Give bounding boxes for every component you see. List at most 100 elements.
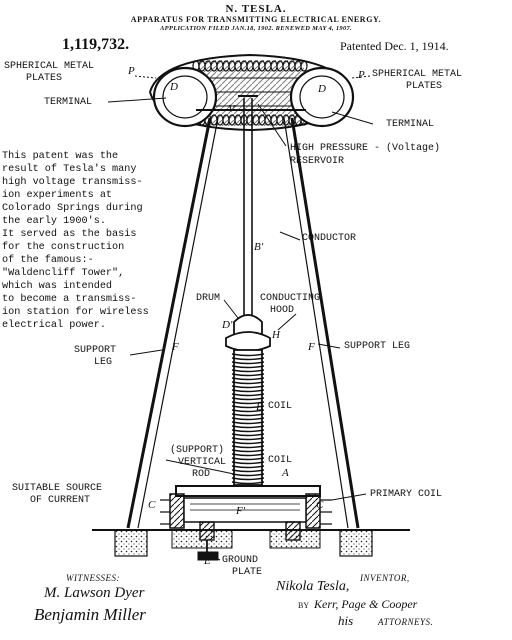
coil-turn [231, 353, 265, 357]
witness-signature-1: M. Lawson Dyer [44, 585, 145, 601]
note-line: for the construction [2, 242, 125, 253]
application-line: APPLICATION FILED JAN.18, 1902. RENEWED … [160, 25, 352, 32]
coil-turn [231, 477, 265, 481]
label-terminal-right: TERMINAL [386, 119, 435, 130]
label-coil-top: COIL [268, 455, 293, 466]
label-primary-coil: PRIMARY COIL [370, 489, 443, 500]
coil-turn [231, 377, 265, 381]
label-high-pressure: HIGH PRESSURE - (Voltage) [290, 143, 441, 154]
coil-turn [231, 361, 265, 365]
coil-turn [231, 441, 265, 445]
coil-turn [231, 429, 265, 433]
letter-f-right: F [308, 341, 315, 353]
letter-b-prime: B' [254, 241, 264, 253]
label-drum: DRUM [196, 293, 221, 304]
label-coil: COIL [268, 401, 293, 412]
note-line: which was intended [2, 281, 113, 292]
central-conductor [238, 95, 258, 322]
letter-h: H [272, 329, 280, 341]
coil-turn [231, 453, 265, 457]
label-hood: HOOD [270, 305, 295, 316]
note-line: electrical power. [2, 320, 106, 331]
note-line: result of Tesla's many [2, 164, 137, 175]
coil-turn [231, 445, 265, 449]
coil-turn [231, 385, 265, 389]
patent-title: APPARATUS FOR TRANSMITTING ELECTRICAL EN… [130, 15, 382, 24]
note-line: Colorado Springs during [2, 203, 143, 214]
label-support-leg-right: SUPPORT LEG [344, 341, 411, 352]
coil-turn [231, 405, 265, 409]
patented-date: Patented Dec. 1, 1914. [340, 39, 449, 53]
left-sphere [152, 66, 218, 128]
label-terminal-left: TERMINAL [44, 97, 93, 108]
label-suitable-source: SUITABLE SOURCE [12, 483, 103, 494]
label-spherical-plates-left: SPHERICAL METAL [4, 61, 95, 72]
his-signature: his [338, 613, 354, 628]
label-leg-left: LEG [94, 357, 113, 368]
coil-turn [231, 365, 265, 369]
coil-turn [231, 425, 265, 429]
attorneys-label: ATTORNEYS. [378, 617, 434, 627]
coil-turn [231, 417, 265, 421]
coil-turn [231, 369, 265, 373]
coil-turn [231, 401, 265, 405]
coil-turn [231, 409, 265, 413]
label-vertical: VERTICAL [178, 457, 227, 468]
coil-turn [231, 421, 265, 425]
coil-turn [231, 373, 265, 377]
label-conductor: CONDUCTOR [302, 233, 357, 244]
label-conducting: CONDUCTING [260, 293, 321, 304]
letter-c-right: C [316, 499, 324, 511]
coil-turn [231, 433, 265, 437]
label-plate: PLATE [232, 567, 263, 578]
inventor-label: INVENTOR, [360, 573, 410, 583]
letter-a: A [282, 467, 289, 479]
note-line: of the famous:- [2, 255, 94, 266]
coil-turn [231, 469, 265, 473]
note-line: This patent was the [2, 151, 119, 162]
witnesses-label: WITNESSES: [66, 573, 120, 583]
inventor-signature: Nikola Tesla, [276, 579, 350, 594]
letter-e: E [204, 555, 211, 567]
conducting-hood [225, 314, 271, 352]
label-spherical-plates-right-2: PLATES [406, 81, 443, 92]
secondary-coil [231, 349, 265, 486]
label-ground: GROUND [222, 555, 259, 566]
note-line: "Waldencliff Tower", [2, 268, 125, 279]
coil-turn [231, 457, 265, 461]
letter-d-right: D [318, 83, 326, 95]
patent-number: 1,119,732. [62, 36, 130, 53]
note-line: the early 1900's. [2, 216, 106, 227]
letter-v: V [228, 103, 235, 115]
inventor-heading: N. TESLA. [225, 3, 287, 15]
letter-p-left: P [128, 65, 135, 77]
letter-f-prime: F' [236, 505, 246, 517]
coil-turn [231, 465, 265, 469]
letter-d-prime: D' [222, 319, 233, 331]
label-rod: ROD [192, 469, 211, 480]
letter-c-left: C [148, 499, 156, 511]
history-note: This patent was the result of Tesla's man… [2, 150, 149, 332]
label-spherical-plates-right: SPHERICAL METAL [372, 69, 463, 80]
note-line: ion station for wireless [2, 307, 149, 318]
leader-lines [107, 97, 374, 561]
coil-turn [231, 381, 265, 385]
coil-turn [231, 461, 265, 465]
coil-turn [231, 473, 265, 477]
letter-f-left: F [172, 341, 179, 353]
label-of-current: OF CURRENT [30, 495, 91, 506]
coil-turn [231, 357, 265, 361]
note-line: ion experiments at [2, 190, 113, 201]
by-label: BY [298, 601, 310, 610]
support-legs [126, 109, 360, 529]
letter-b: B [256, 401, 263, 413]
note-line: high voltage transmiss- [2, 177, 143, 188]
coil-turn [231, 449, 265, 453]
witness-signature-2: Benjamin Miller [34, 605, 146, 624]
label-support: (SUPPORT) [170, 445, 225, 456]
note-line: to become a transmiss- [2, 294, 137, 305]
label-spherical-plates-left-2: PLATES [26, 73, 63, 84]
letter-p-right: P [358, 69, 365, 81]
attorneys-signature: Kerr, Page & Cooper [314, 597, 418, 611]
